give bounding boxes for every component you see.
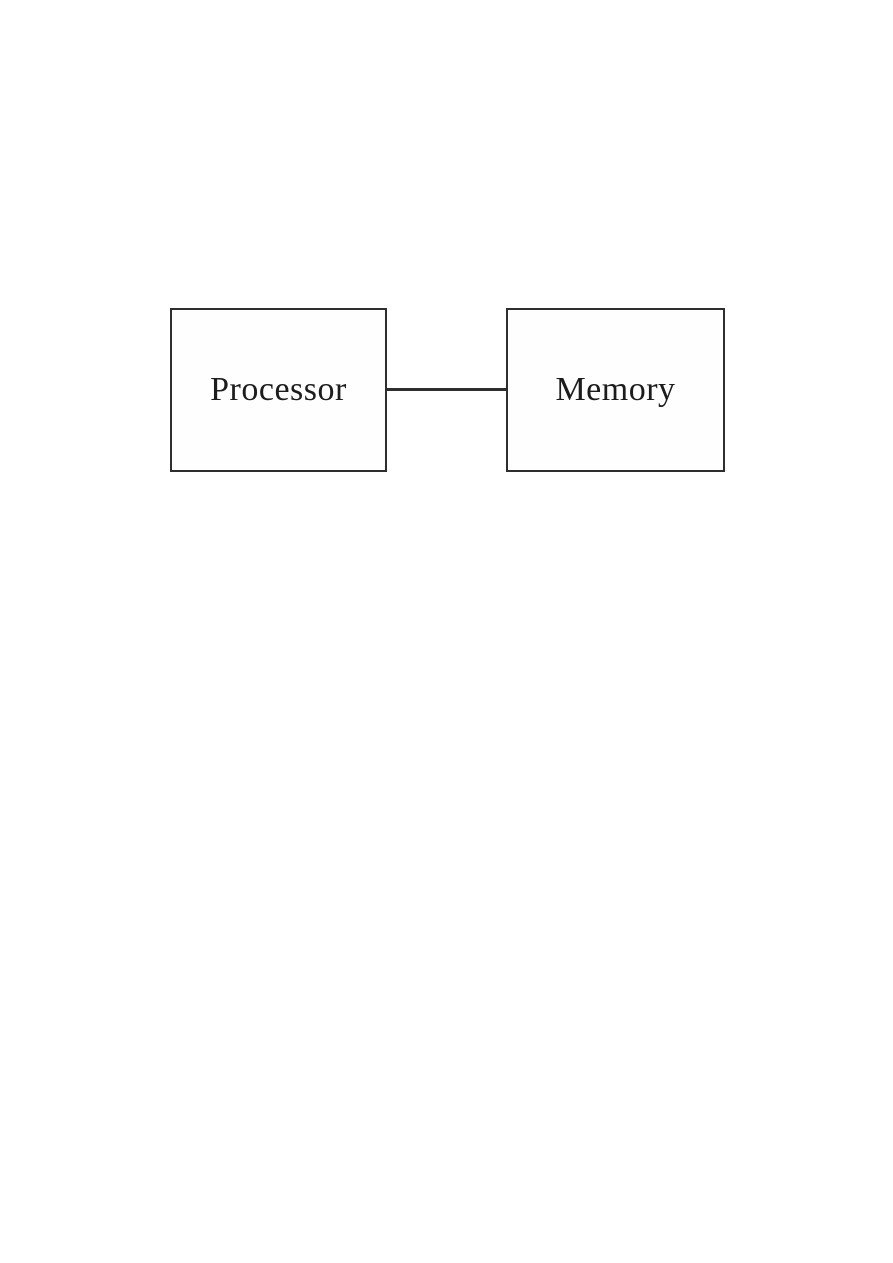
processor-node-label: Processor: [210, 371, 347, 408]
memory-node-label: Memory: [555, 371, 676, 408]
processor-memory-connector-line: [386, 388, 506, 391]
processor-node: Processor: [170, 308, 387, 472]
memory-node: Memory: [506, 308, 725, 472]
